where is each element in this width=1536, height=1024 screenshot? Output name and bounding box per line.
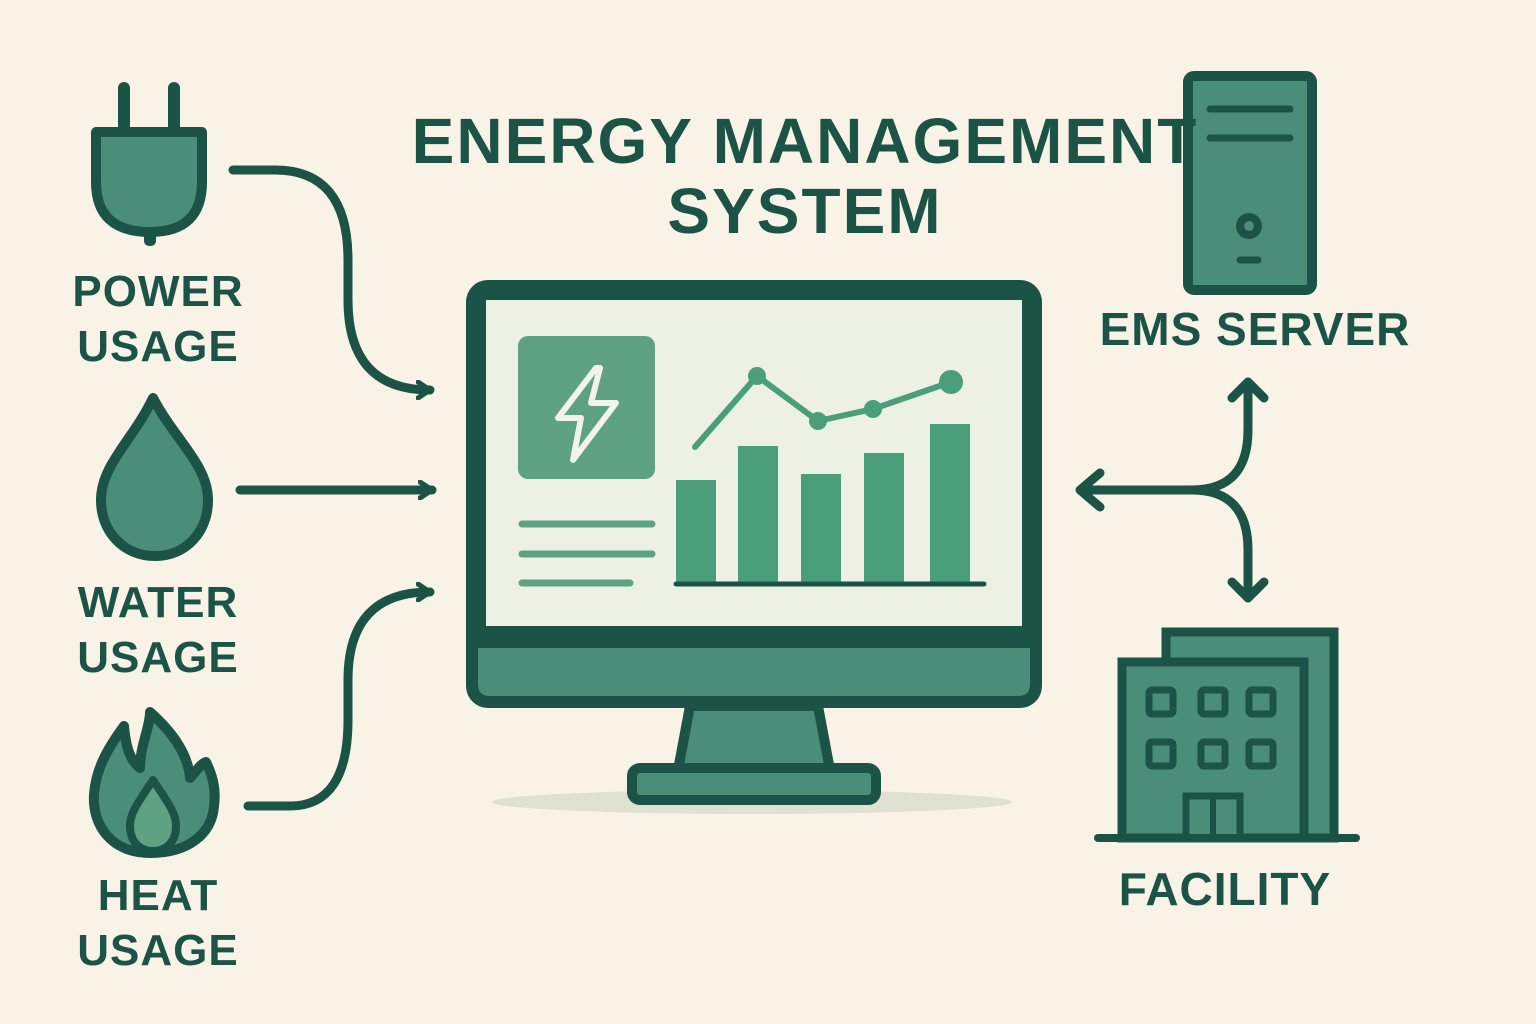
- water-label-line-2: USAGE: [77, 633, 239, 682]
- monitor-stand-neck: [673, 701, 835, 775]
- facility-flow-arrow: [1187, 485, 1253, 603]
- lightning-tile: [518, 336, 655, 479]
- plug-icon: [91, 82, 207, 246]
- power-flow-arrow: [228, 165, 435, 390]
- monitor-stand-base: [627, 763, 881, 805]
- power-label-line-2: USAGE: [77, 322, 239, 371]
- building-icon: [1094, 627, 1360, 843]
- lightning-bolt-icon: [555, 365, 619, 463]
- heat-usage-label: HEAT USAGE: [28, 868, 288, 978]
- ems-server-label: EMS SERVER: [1099, 303, 1411, 355]
- title-line-1: ENERGY MANAGEMENT: [411, 105, 1199, 177]
- heat-label-line-1: HEAT: [97, 871, 219, 920]
- line-chart-icon: [692, 367, 963, 450]
- title-line-2: SYSTEM: [667, 175, 943, 247]
- water-label-line-1: WATER: [77, 578, 239, 627]
- water-usage-label: WATER USAGE: [28, 575, 288, 685]
- input-arrows: [228, 165, 437, 811]
- heat-label-line-2: USAGE: [77, 926, 239, 975]
- text-placeholder-lines: [518, 520, 656, 587]
- server-flow-arrow: [1187, 377, 1253, 495]
- flame-icon: [88, 707, 220, 858]
- bar-chart-icon: [673, 424, 987, 587]
- diagram-title: ENERGY MANAGEMENT SYSTEM: [400, 106, 1210, 246]
- facility-label: FACILITY: [1118, 863, 1332, 915]
- power-label-line-1: POWER: [72, 267, 244, 316]
- output-arrows: [1075, 377, 1269, 603]
- monitor-chin: [478, 648, 1030, 696]
- power-usage-label: POWER USAGE: [28, 264, 288, 374]
- server-tower-icon: [1183, 71, 1317, 295]
- water-drop-icon: [96, 393, 213, 561]
- heat-flow-arrow: [243, 592, 435, 811]
- dashboard: [518, 336, 987, 587]
